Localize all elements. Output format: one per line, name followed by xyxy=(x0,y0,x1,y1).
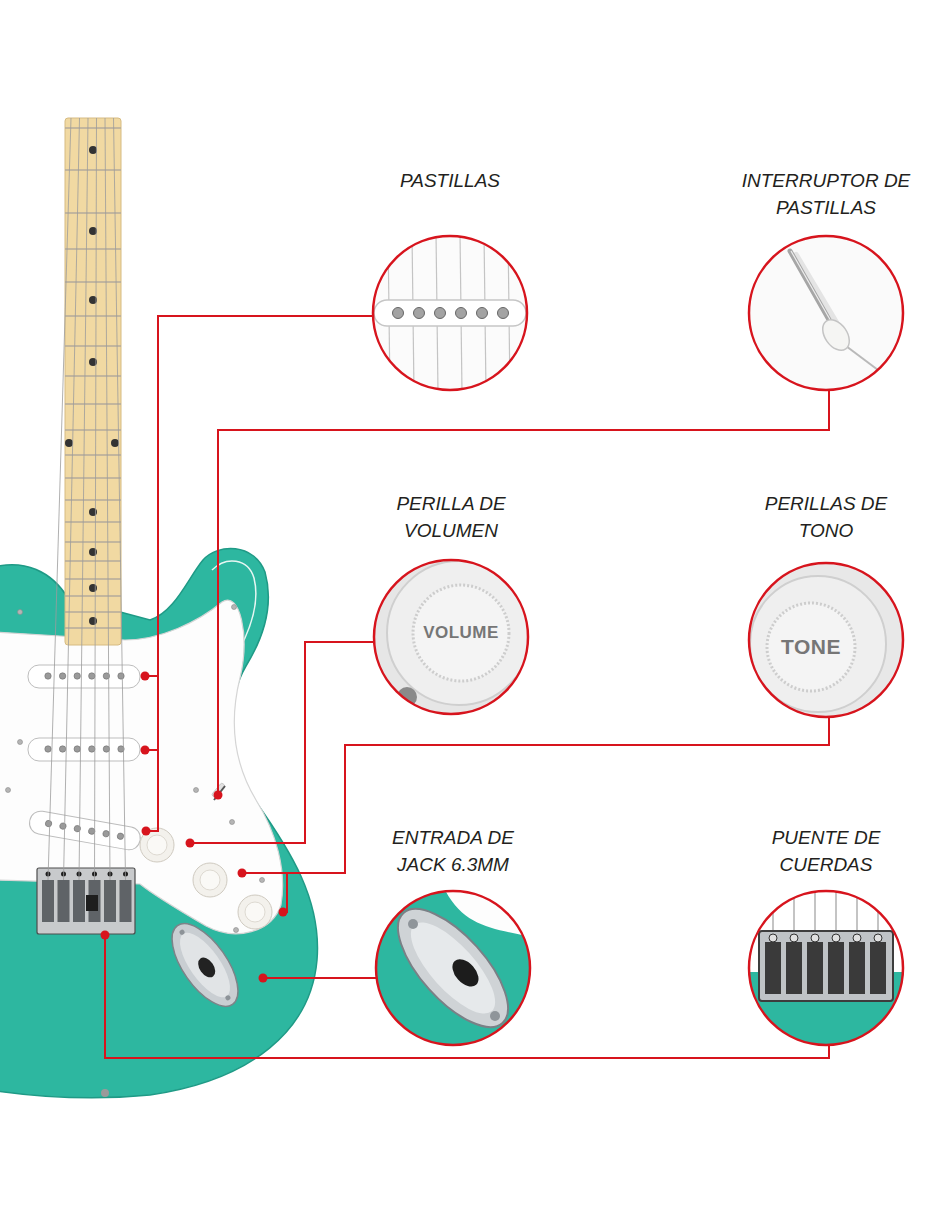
inset-outline xyxy=(373,236,527,390)
callout-heading: PERILLA DE VOLUMEN xyxy=(371,490,531,544)
inset-pickup xyxy=(374,300,526,326)
inset-shadow xyxy=(796,255,840,329)
inset-outline xyxy=(749,236,903,390)
callout-heading-group: PASTILLAS xyxy=(370,167,530,194)
neck-dots xyxy=(65,146,119,625)
leader-lines xyxy=(105,316,829,1058)
inset-screw xyxy=(853,934,861,942)
inset-saddle xyxy=(807,942,823,994)
callout-heading-group: ENTRADA DE JACK 6.3MM xyxy=(373,824,533,878)
callout-heading-group: PUENTE DE CUERDAS xyxy=(746,824,906,878)
inset-ground xyxy=(371,557,531,717)
callout-heading: PERILLAS DE TONO xyxy=(746,490,906,544)
callout-node: INTERRUPTOR DE PASTILLAS xyxy=(721,167,931,393)
inset-pole xyxy=(393,308,404,319)
inset-circle xyxy=(746,233,906,393)
callout-node: ENTRADA DE JACK 6.3MM xyxy=(373,824,533,1048)
guitar-strings xyxy=(48,118,126,880)
inset-photo xyxy=(746,233,906,393)
inset-photo xyxy=(373,886,535,1048)
inset-pole xyxy=(414,308,425,319)
callout-heading: PASTILLAS xyxy=(370,167,530,194)
guitar-bridge xyxy=(37,868,135,934)
inset-pole xyxy=(498,308,509,319)
callout-heading: ENTRADA DE JACK 6.3MM xyxy=(373,824,533,878)
callout-node: PERILLAS DE TONO xyxy=(746,490,906,720)
callout-heading: INTERRUPTOR DE PASTILLAS xyxy=(721,167,931,221)
inset-knob-cap xyxy=(767,603,855,691)
inset-screw xyxy=(790,934,798,942)
inset-saddle xyxy=(849,942,865,994)
inset-bridge-plate xyxy=(759,931,893,1001)
inset-switch-tip xyxy=(817,315,855,355)
inset-circle xyxy=(373,888,533,1048)
inset-photo xyxy=(746,560,906,720)
inset-screw xyxy=(769,934,777,942)
inset-lever xyxy=(791,251,832,323)
callout-node: PASTILLAS xyxy=(370,167,530,393)
inset-lever xyxy=(790,251,832,325)
inset-circle xyxy=(746,560,906,720)
inset-screw xyxy=(832,934,840,942)
inset-ground xyxy=(746,233,906,393)
inset-ground xyxy=(746,560,906,720)
callout-heading-group: INTERRUPTOR DE PASTILLAS xyxy=(721,167,931,221)
inset-photo xyxy=(370,233,530,393)
inset-outline xyxy=(749,891,903,1045)
inset-saddle xyxy=(765,942,781,994)
inset-screw xyxy=(408,919,418,929)
inset-outline xyxy=(749,563,903,717)
inset-ground xyxy=(373,888,533,1048)
inset-jack-plate xyxy=(380,892,527,1045)
inset-saddle xyxy=(828,942,844,994)
inset-pole xyxy=(435,308,446,319)
inset-knob-cap xyxy=(413,585,509,681)
inset-photo xyxy=(371,557,531,717)
callout-heading-group: PERILLAS DE TONO xyxy=(746,490,906,544)
inset-outline xyxy=(374,560,528,714)
inset-screw xyxy=(490,1011,500,1021)
guitar-neck xyxy=(65,118,121,645)
callout-node: PERILLA DE VOLUMEN xyxy=(371,490,531,717)
callout-heading: PUENTE DE CUERDAS xyxy=(746,824,906,878)
inset-saddle xyxy=(870,942,886,994)
callout-heading-group: PERILLA DE VOLUMEN xyxy=(371,490,531,544)
inset-circle xyxy=(371,557,531,717)
callout-node: PUENTE DE CUERDAS xyxy=(746,824,906,1048)
jack-plate xyxy=(159,913,250,1017)
inset-circle xyxy=(370,233,530,393)
leader-dots xyxy=(101,672,288,983)
inset-pole xyxy=(477,308,488,319)
inset-knob-skirt xyxy=(387,561,531,705)
inset-outline xyxy=(376,891,530,1045)
strap-button xyxy=(101,1089,109,1097)
inset-circle xyxy=(746,888,906,1048)
neck-frets xyxy=(65,128,121,628)
inset-ground xyxy=(370,233,530,393)
pickguard xyxy=(0,600,283,934)
inset-pole xyxy=(456,308,467,319)
inset-jack-plate xyxy=(398,910,508,1026)
inset-screw xyxy=(811,934,819,942)
inset-jack-hole xyxy=(447,954,483,991)
inset-saddle xyxy=(786,942,802,994)
inset-photo xyxy=(746,888,906,1052)
inset-screw xyxy=(874,934,882,942)
